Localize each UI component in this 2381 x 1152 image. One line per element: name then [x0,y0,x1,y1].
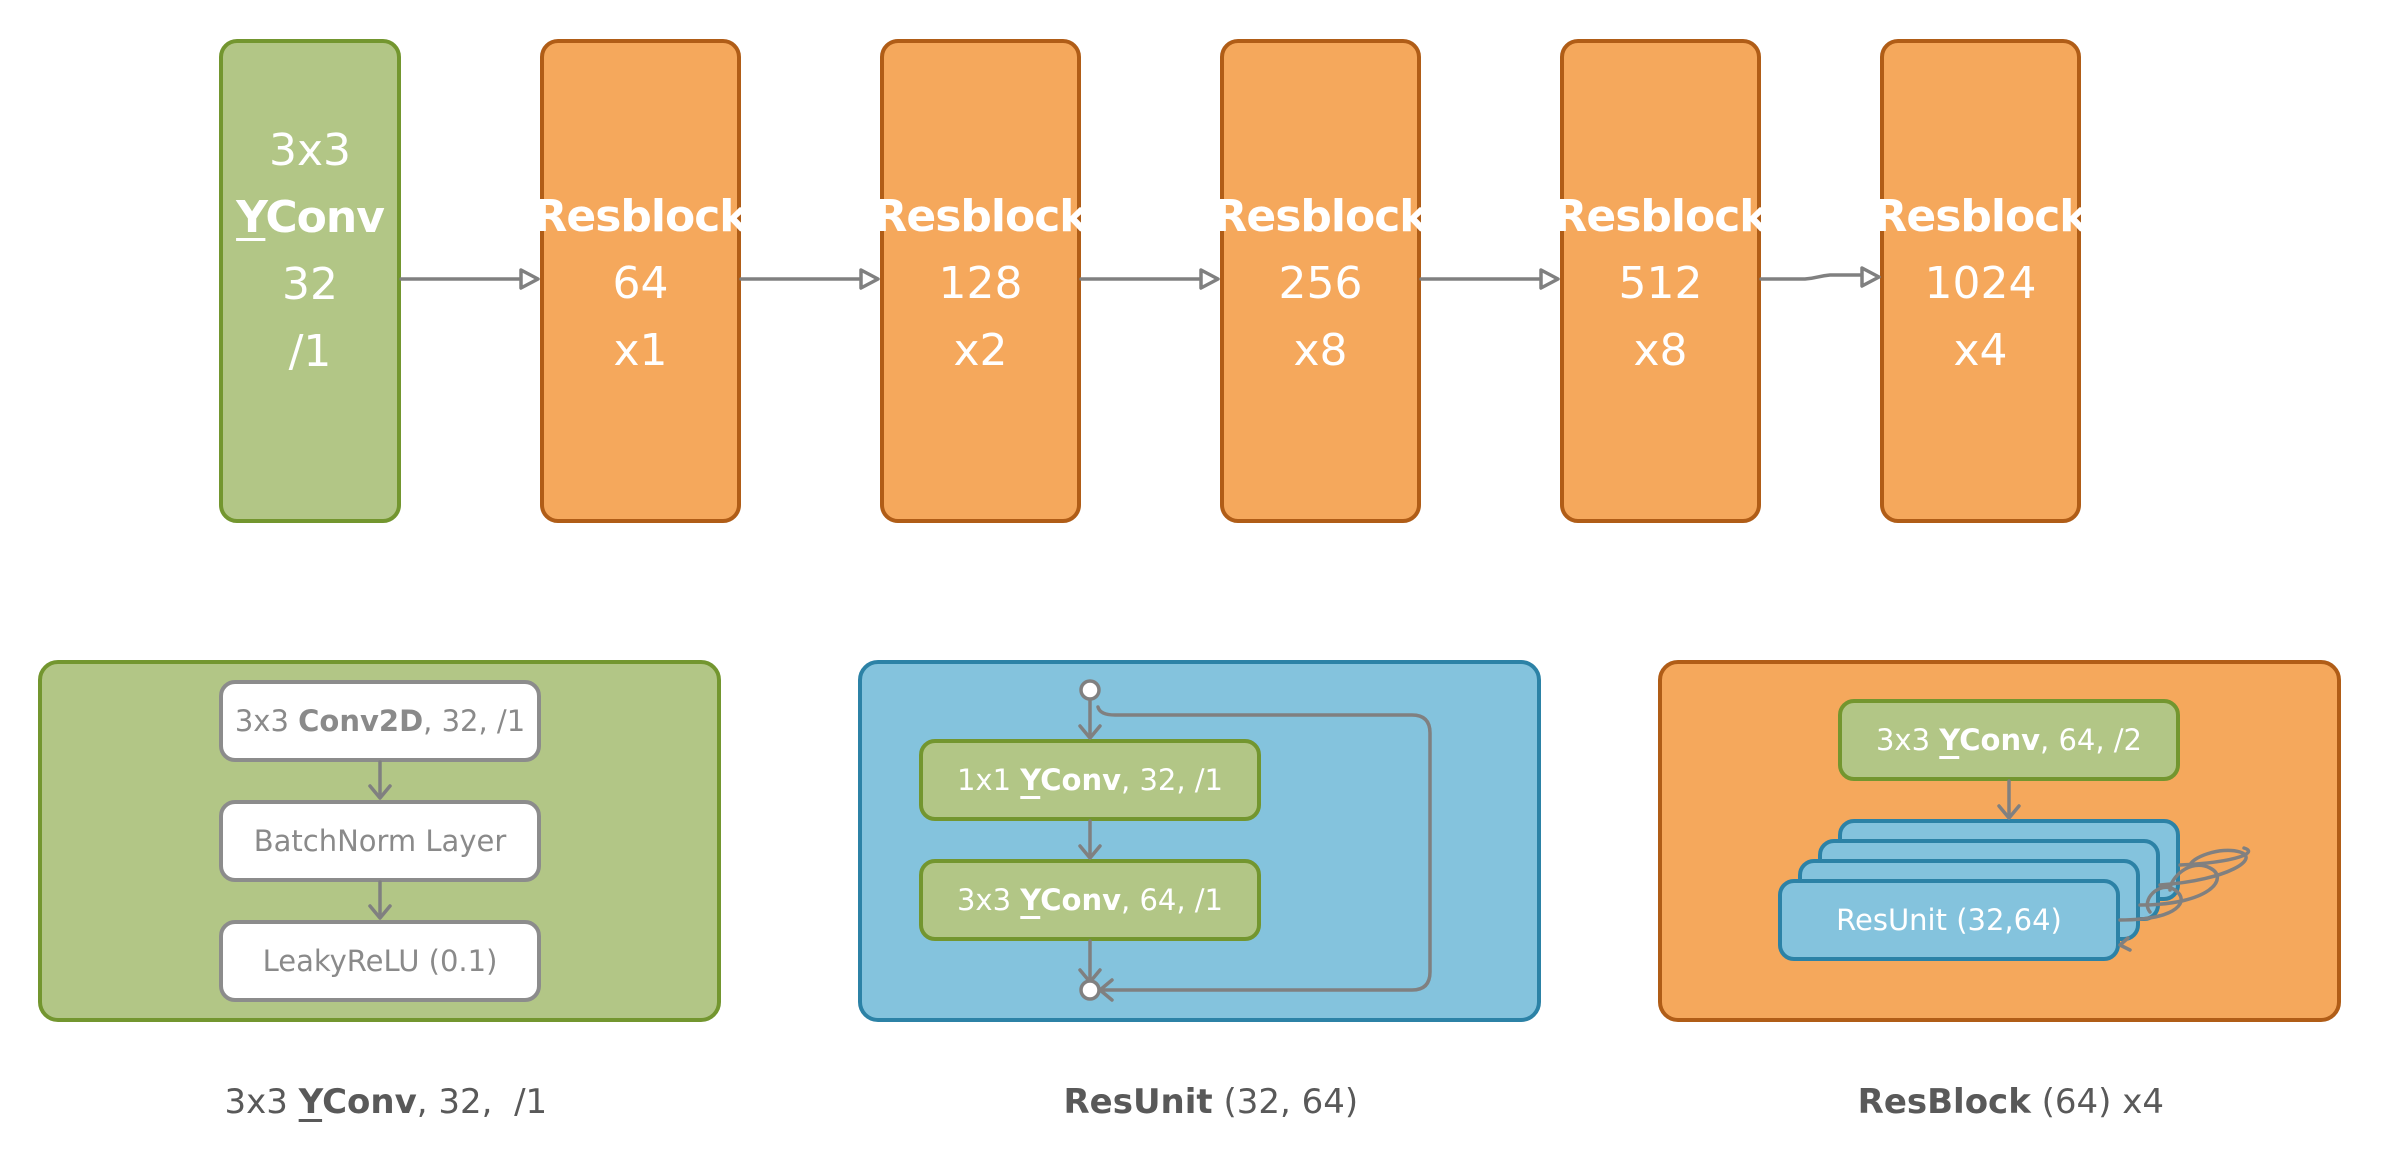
resblock-stage-title: Resblock [1213,191,1428,242]
arrowhead-stem-to-rb64 [519,268,540,290]
stem-stride: /1 [288,326,332,377]
resblock-stage-title: Resblock [873,191,1088,242]
resblock-conv-kernel: 3x3 [1875,723,1940,757]
batchnorm-label: BatchNorm Layer [253,824,507,858]
resblock-stage-title: Resblock [1553,191,1768,242]
resblock-stage-repeat: x4 [1953,325,2008,376]
resunit-conv1-kernel: 1x1 [956,763,1021,797]
resblock-stage-title: Resblock [1873,191,2088,242]
arrowhead-rb256-to-rb512 [1539,268,1560,290]
yconv-caption-post: , 32, /1 [416,1082,548,1122]
yconv-caption: 3x3 YConv, 32, /1 [100,1042,650,1122]
resblock-stage-64: Resblock 64 x1 [533,39,749,523]
yconv-caption-name: YConv [298,1082,417,1122]
conv2d-label: 3x3 Conv2D, 32, /1 [235,704,525,738]
conv2d-box: 3x3 Conv2D, 32, /1 [219,680,541,762]
resblock-stage-channels: 64 [612,258,669,309]
resblock-caption-name: ResBlock [1857,1082,2031,1122]
resblock-conv-label: 3x3 YConv, 64, /2 [1876,723,2142,757]
resunit-stack-label: ResUnit (32,64) [1836,903,2062,937]
conv2d-params: , 32, /1 [423,704,526,738]
resunit-caption-name: ResUnit [1063,1082,1213,1122]
resunit-caption-post: (32, 64) [1212,1082,1359,1122]
resblock-stage-repeat: x1 [613,325,668,376]
resunit-conv2-label: 3x3 YConv, 64, /1 [957,883,1223,917]
resblock-stage-128: Resblock 128 x2 [873,39,1089,523]
resblock-stage-repeat: x8 [1293,325,1348,376]
arrowhead-rb64-to-rb128 [859,268,880,290]
resblock-stage-256: Resblock 256 x8 [1213,39,1429,523]
stem-channels: 32 [282,259,338,310]
resblock-stage-512: Resblock 512 x8 [1553,39,1769,523]
resunit-caption: ResUnit (32, 64) [920,1042,1480,1122]
stem-yconv-block: 3x3 YConv 32 /1 [219,39,401,523]
resunit-conv1-name: YConv [1020,763,1122,797]
resunit-conv1-label: 1x1 YConv, 32, /1 [957,763,1223,797]
batchnorm-box: BatchNorm Layer [219,800,541,882]
resblock-conv-name: YConv [1939,723,2041,757]
yconv-caption-pre: 3x3 [224,1082,299,1122]
stem-name-initial: Y [236,192,266,243]
resblock-conv-params: , 64, /2 [2040,723,2143,757]
resunit-detail-panel [858,660,1541,1022]
resblock-stage-channels: 1024 [1924,258,2037,309]
resunit-stack-card-1: ResUnit (32,64) [1778,879,2120,961]
resblock-caption-post: (64) x4 [2030,1082,2164,1122]
resblock-stage-channels: 256 [1278,258,1363,309]
stem-name-rest: Conv [265,192,385,243]
conv2d-name: Conv2D [298,704,424,738]
resunit-conv2-name: YConv [1020,883,1122,917]
resblock-stage-1024: Resblock 1024 x4 [1873,39,2089,523]
resblock-stage-title: Resblock [533,191,748,242]
resblock-stage-channels: 128 [938,258,1023,309]
arrowhead-rb128-to-rb256 [1199,268,1220,290]
conv2d-kernel: 3x3 [234,704,299,738]
resblock-stage-repeat: x2 [953,325,1008,376]
stem-kernel: 3x3 [268,125,352,176]
resunit-conv2-kernel: 3x3 [956,883,1021,917]
resunit-conv2-params: , 64, /1 [1121,883,1224,917]
arrowhead-rb512-to-rb1024 [1860,266,1881,288]
leakyrelu-box: LeakyReLU (0.1) [219,920,541,1002]
resblock-caption: ResBlock (64) x4 [1720,1042,2280,1122]
resunit-conv2-box: 3x3 YConv, 64, /1 [919,859,1261,941]
resblock-stage-channels: 512 [1618,258,1703,309]
resblock-conv-box: 3x3 YConv, 64, /2 [1838,699,2180,781]
stem-name: YConv [236,184,385,251]
resunit-conv1-params: , 32, /1 [1121,763,1224,797]
resblock-stage-repeat: x8 [1633,325,1688,376]
resunit-conv1-box: 1x1 YConv, 32, /1 [919,739,1261,821]
arrow-rb512-to-rb1024 [1759,273,1864,281]
leakyrelu-label: LeakyReLU (0.1) [262,944,498,978]
